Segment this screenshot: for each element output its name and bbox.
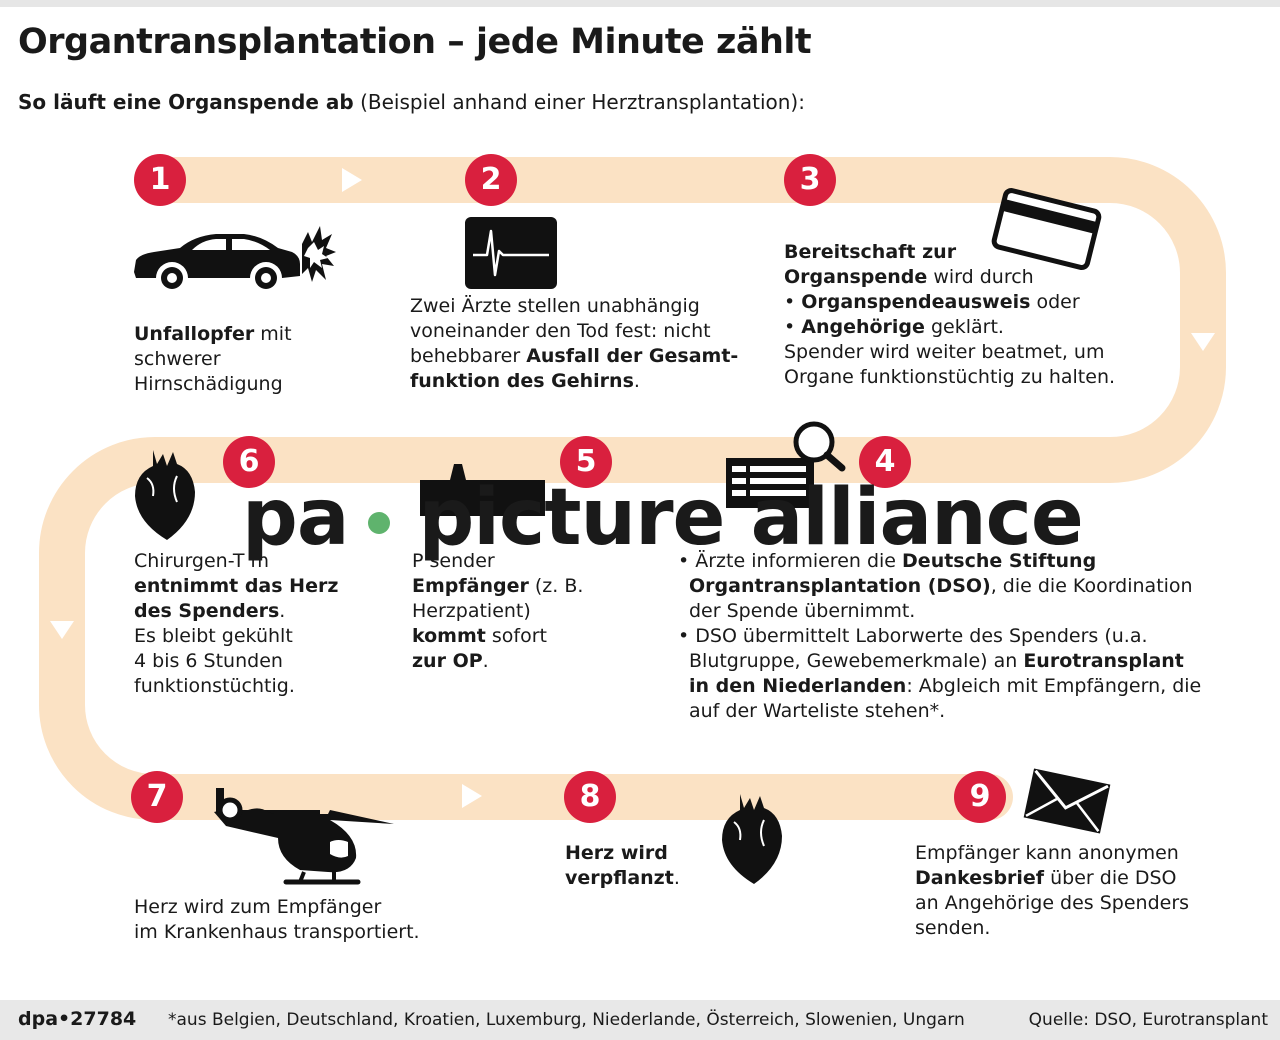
step-text-line: • DSO übermittelt Laborwerte des Spender… (678, 625, 1148, 647)
arrow-right-1 (342, 168, 362, 192)
step-text-line: Hirnschädigung (134, 373, 283, 395)
step-text-line: Blutgruppe, Gewebemerkmale) an Eurotrans… (689, 650, 1184, 672)
watermark-left: pa (242, 473, 349, 563)
step-text-line: verpflanzt. (565, 867, 680, 889)
arrow-down-2 (1191, 333, 1215, 351)
step-text-line: behebbarer Ausfall der Gesamt- (410, 345, 739, 367)
step-text-line: funktion des Gehirns. (410, 370, 640, 392)
step-3-number: 3 (784, 154, 836, 206)
heart-icon (135, 450, 195, 540)
step-5-number: 5 (560, 436, 612, 488)
step-text-line: Empfänger kann anonymen (915, 842, 1179, 864)
watermark-dot (368, 511, 391, 534)
envelope-icon (1023, 768, 1111, 834)
step-text-line: des Spenders. (134, 600, 286, 622)
step-text-line: in den Niederlanden: Abgleich mit Empfän… (689, 675, 1202, 697)
step-6-text: Chirurgen-T m entnimmt das Herz des Spende… (134, 549, 338, 699)
search-list-icon (726, 421, 846, 508)
process-path (39, 157, 1226, 820)
step-text-line: Dankesbrief über die DSO (915, 867, 1177, 889)
step-text-line: funktionstüchtig. (134, 675, 295, 697)
watermark-right: picture alliance (418, 473, 1083, 563)
step-4-text: • Ärzte informieren die Deutsche Stiftun… (678, 549, 1201, 724)
step-text-line: Es bleibt gekühlt (134, 625, 293, 647)
step-7-number: 7 (131, 771, 183, 823)
step-text-line: kommt sofort (412, 625, 547, 647)
step-text-line: • Angehörige geklärt. (784, 316, 1004, 338)
watermark: pa picture alliance (242, 470, 1084, 566)
process-path-band (39, 157, 1226, 820)
step-6-number: 6 (223, 436, 275, 488)
arrow-right-4 (462, 784, 482, 808)
step-4-number: 4 (859, 436, 911, 488)
ambulance-icon (420, 464, 545, 516)
subtitle-rest: (Beispiel anhand einer Herztransplantati… (360, 90, 805, 114)
subtitle-bold: So läuft eine Organspende ab (18, 90, 354, 114)
step-text-line: Spender wird weiter beatmet, um (784, 341, 1105, 363)
step-text-line: entnimmt das Herz (134, 575, 339, 597)
step-text-line: Herz wird zum Empfänger (134, 896, 382, 918)
footer-code: dpa•27784 (18, 1008, 137, 1030)
step-text-line: Empfänger (z. B. (412, 575, 584, 597)
step-text-line: Herz wird (565, 842, 668, 864)
page-title: Organtransplantation – jede Minute zählt (18, 22, 812, 62)
step-text-line: • Ärzte informieren die Deutsche Stiftun… (678, 550, 1097, 572)
footer-source: Quelle: DSO, Eurotransplant (1028, 1010, 1268, 1030)
step-text-line: zur OP. (412, 650, 489, 672)
heart-icon (722, 794, 782, 884)
step-text-line: auf der Warteliste stehen*. (689, 700, 946, 722)
helicopter-icon (214, 788, 394, 885)
step-text-line: Organe funktionstüchtig zu halten. (784, 366, 1116, 388)
step-7-text: Herz wird zum Empfänger im Krankenhaus tr… (134, 895, 420, 945)
step-text-line: • Organspendeausweis oder (784, 291, 1080, 313)
step-text-line: der Spende übernimmt. (689, 600, 916, 622)
step-text-line: 4 bis 6 Stunden (134, 650, 283, 672)
step-2-number: 2 (465, 154, 517, 206)
step-text-line: senden. (915, 917, 991, 939)
step-text-line: P sender (412, 550, 495, 572)
step-9-number: 9 (954, 771, 1006, 823)
step-text-line: Unfallopfer mit (134, 323, 292, 345)
top-bar (0, 0, 1280, 7)
step-text-line: an Angehörige des Spenders (915, 892, 1190, 914)
donor-card-icon (991, 188, 1102, 271)
step-8-text: Herz wird verpflanzt. (565, 841, 680, 891)
ekg-monitor-icon (465, 217, 557, 289)
footer: dpa•27784 *aus Belgien, Deutschland, Kro… (0, 1000, 1280, 1040)
step-text-line: Organspende wird durch (784, 266, 1034, 288)
arrow-down-3 (50, 621, 74, 639)
step-text-line: Chirurgen-T m (134, 550, 269, 572)
step-text-line: voneinander den Tod fest: nicht (410, 320, 711, 342)
car-crash-icon (134, 226, 336, 289)
step-text-line: Zwei Ärzte stellen unabhängig (410, 295, 700, 317)
page-subtitle: So läuft eine Organspende ab (Beispiel a… (18, 90, 805, 114)
step-text-line: Herzpatient) (412, 600, 531, 622)
step-1-number: 1 (134, 154, 186, 206)
footer-note: *aus Belgien, Deutschland, Kroatien, Lux… (168, 1010, 965, 1030)
step-text-line: Organtransplantation (DSO), die die Koor… (689, 575, 1193, 597)
step-text-line: schwerer (134, 348, 221, 370)
step-2-text: Zwei Ärzte stellen unabhängig voneinander… (410, 294, 738, 394)
step-8-number: 8 (564, 771, 616, 823)
step-text-line: im Krankenhaus transportiert. (134, 921, 420, 943)
step-text-line: Bereitschaft zur (784, 241, 957, 263)
